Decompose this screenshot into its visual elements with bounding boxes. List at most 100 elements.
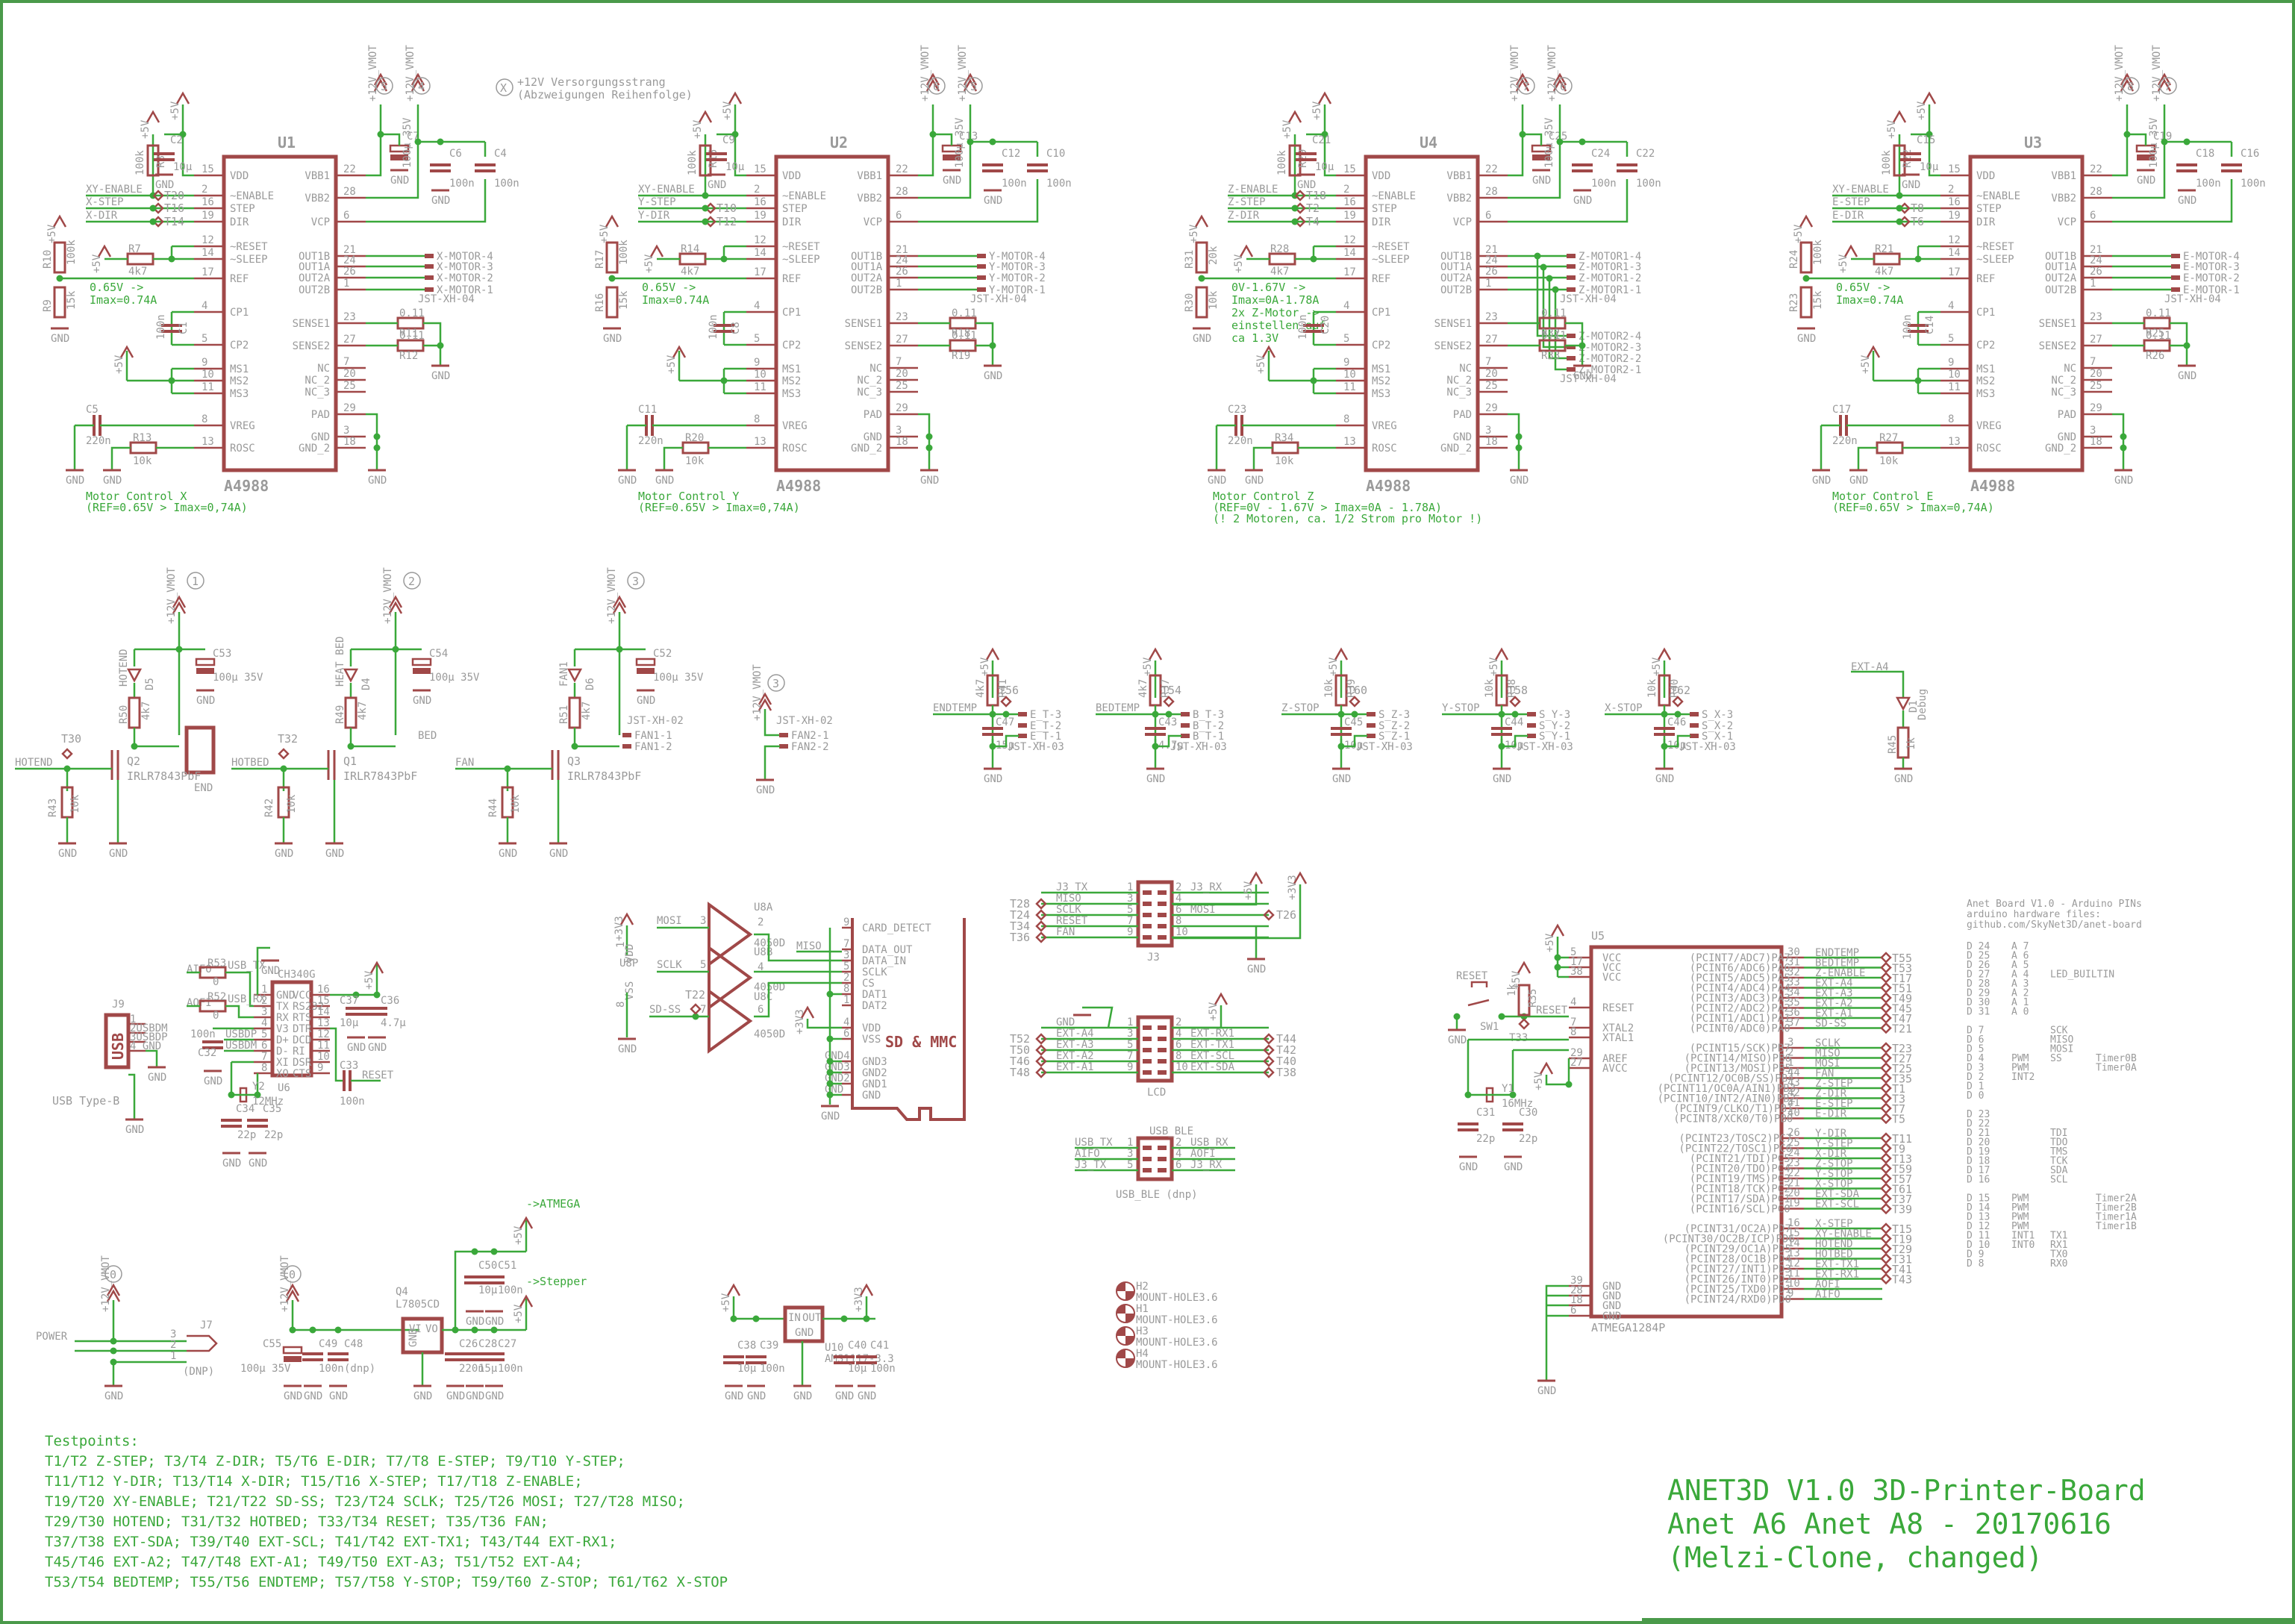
supply-label: +5V <box>169 101 181 120</box>
resistor-value: 10k <box>685 455 705 467</box>
junction-dot <box>692 1013 699 1020</box>
connector-pin-icon <box>2171 264 2180 269</box>
ground-label: GND <box>2178 370 2196 382</box>
resistor-value: 0.11 <box>2146 307 2171 319</box>
net-label: MOSI <box>657 915 682 927</box>
junction-dot <box>608 275 616 282</box>
pin-number: 8 <box>1570 1026 1576 1038</box>
pin-number: 25 <box>2090 380 2102 392</box>
pin-number: 9 <box>1127 926 1133 938</box>
connector-pin-icon <box>1567 345 1576 349</box>
wire <box>381 133 401 146</box>
pin-number: 8 <box>261 1062 267 1074</box>
ground-label: GND <box>756 784 775 796</box>
arduino-pin-digital: D 21 <box>1967 1128 1990 1139</box>
supply-arrow-icon <box>1293 871 1308 884</box>
pin-number: 43 <box>1787 1077 1800 1089</box>
wire <box>110 446 131 470</box>
resistor-ref: R28 <box>1270 243 1289 255</box>
ic-part: ATMEGA1284P <box>1591 1321 1665 1334</box>
arduino-pin-function: RX0 <box>2050 1258 2067 1269</box>
pin-name: ROSC <box>782 443 808 455</box>
junction-dot <box>471 1326 478 1334</box>
capacitor-value: 220n <box>638 435 663 447</box>
supply-arrow-icon <box>649 244 664 257</box>
junction-dot <box>2183 342 2191 349</box>
pin-name: CP1 <box>230 307 249 319</box>
capacitor-ref: C4 <box>494 148 507 160</box>
arduino-pin-digital: D 23 <box>1967 1109 1990 1120</box>
enable-net-label: XY-ENABLE <box>638 184 695 196</box>
pin-name: RX <box>276 1012 289 1024</box>
pin-number: 6 <box>896 210 902 222</box>
wire <box>1857 446 1877 470</box>
resistor-value: 0.11 <box>399 307 425 319</box>
ref-note: Imax=0.74A <box>642 293 709 307</box>
arduino-pin-digital: D 20 <box>1967 1137 1990 1149</box>
mount-hole-part: MOUNT-HOLE3.6 <box>1136 1314 1218 1326</box>
pin-name: NC_2 <box>857 375 882 387</box>
header-net-label: J3_TX <box>1056 881 1088 893</box>
pin-name: STEP <box>782 203 808 215</box>
port-net-label: EXT-A2 <box>1815 998 1853 1010</box>
header-net-label: EXT-A3 <box>1056 1039 1094 1051</box>
pin-name: GND_2 <box>1440 443 1472 455</box>
supply-tag-number: 6 <box>933 80 940 93</box>
header-net-label: AOFI <box>1190 1148 1216 1160</box>
dir-net-label: Y-DIR <box>638 210 670 222</box>
pin-number: 39 <box>1570 1275 1583 1287</box>
capacitor-ref: C37 <box>340 995 358 1007</box>
j3-header-body <box>1136 880 1174 948</box>
pin-name: NC <box>2064 363 2076 375</box>
pin-number: 28 <box>2090 186 2102 198</box>
ground-label: GND <box>2137 175 2155 187</box>
testpoint-icon <box>1880 1263 1892 1275</box>
arduino-pin-digital: D 8 <box>1967 1258 1984 1269</box>
gate-ref: U8C <box>754 991 772 1003</box>
pin-number: 17 <box>1343 266 1356 278</box>
resistor-ref: R7 <box>128 243 141 255</box>
supply-arrow-icon <box>612 595 627 608</box>
port-pin-name: (PCINT4/ADC4)PA4 <box>1690 983 1790 995</box>
junction-dot <box>1515 444 1523 452</box>
driver-ref: U3 <box>2024 134 2042 152</box>
mount-hole-part: MOUNT-HOLE3.6 <box>1136 1292 1218 1304</box>
pin-number: 10 <box>1175 1061 1188 1073</box>
ground-label: GND <box>1573 195 1592 207</box>
rosc-resistor <box>129 441 157 455</box>
ground-label: GND <box>549 848 568 860</box>
header-net-label: J3_RX <box>1190 1159 1223 1171</box>
mosfet-ref: Q3 <box>567 755 581 768</box>
supply-tag-number: 7 <box>2164 80 2171 93</box>
pin-name: VSS <box>862 1034 881 1046</box>
supply-label: +5V <box>1837 254 1849 273</box>
resistor-ref: R34 <box>1275 432 1293 444</box>
bulk-capacitor <box>195 658 216 666</box>
supply-label: +5V <box>1511 970 1523 990</box>
testpoints-line: T19/T20 XY-ENABLE; T21/T22 SD-SS; T23/T2… <box>45 1493 685 1510</box>
connector-label: END <box>194 782 213 794</box>
supply-arrow-icon <box>728 91 743 104</box>
capacitor-ref: C11 <box>638 404 657 416</box>
port-net-label: MOSI <box>1815 1058 1840 1069</box>
supply-tag-icon <box>104 1265 122 1283</box>
resistor-value: 100k <box>1276 150 1288 175</box>
wire <box>918 179 1039 223</box>
pin-number: 14 <box>317 1006 330 1018</box>
pin-number: 18 <box>343 436 356 448</box>
pin-number: 22 <box>1485 163 1498 175</box>
pin-name: MS2 <box>782 375 801 387</box>
junction-dot <box>989 138 996 146</box>
pin-name: SCLK <box>862 966 887 978</box>
supply-arrow-icon <box>1334 647 1349 660</box>
pin-number: 13 <box>754 436 766 448</box>
wire <box>918 142 972 199</box>
sleep-resistor <box>126 252 154 266</box>
pin-name: NC <box>869 363 882 375</box>
port-pin-name: (PCINT26/INT0)PD2 <box>1684 1274 1791 1286</box>
junction-dot <box>840 1315 848 1322</box>
junction-dot <box>437 342 444 349</box>
pin-name: PAD <box>311 409 330 421</box>
resistor-value: 10k <box>286 794 298 813</box>
